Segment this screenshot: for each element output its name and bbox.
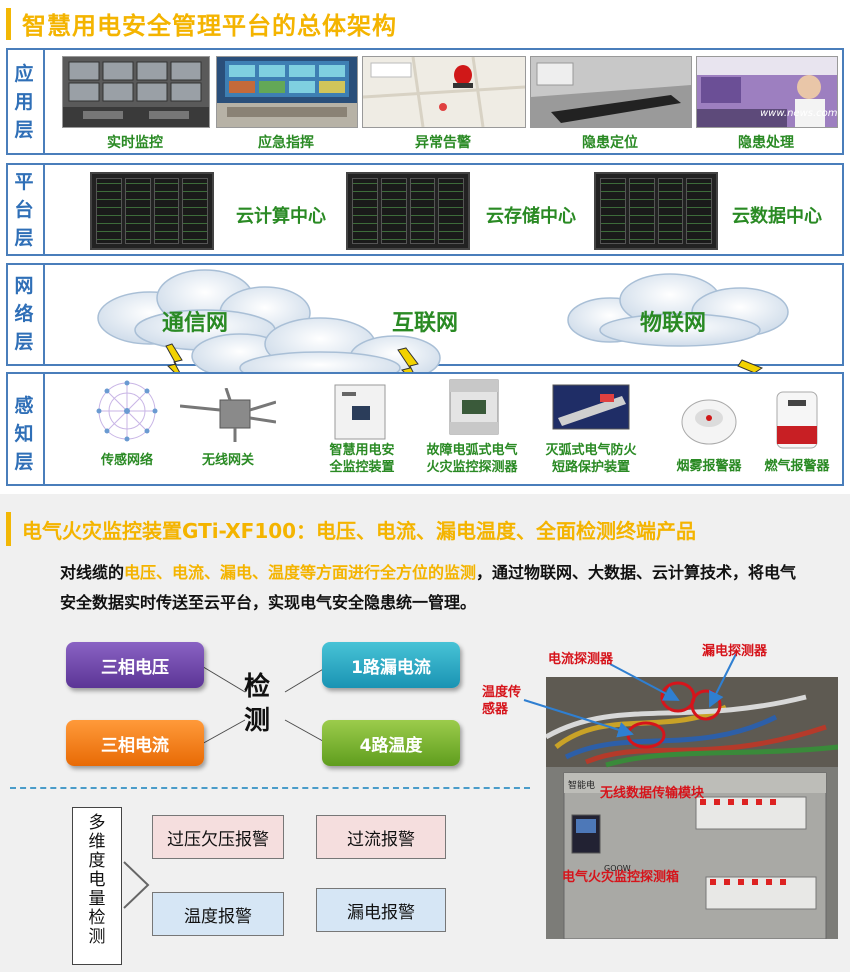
- realtime-monitor-thumbnail: [62, 56, 210, 128]
- leakage-current-pill: 1路漏电流: [322, 642, 460, 688]
- layer-divider: [43, 265, 45, 364]
- arc-extinguish-device-icon: [552, 384, 630, 430]
- product-description: 对线缆的电压、电流、漏电、温度等方面进行全方位的监测，通过物联网、大数据、云计算…: [60, 563, 797, 612]
- cloud-storage-server-icon: [346, 172, 470, 250]
- description-highlight: 电压、电流、漏电、温度等方面进行全方位的监测: [124, 563, 477, 582]
- layer-divider: [43, 165, 45, 254]
- app-item-caption: 应急指挥: [258, 135, 314, 151]
- title-accent-bar: [6, 8, 11, 40]
- platform-item-caption: 云数据中心: [732, 206, 822, 227]
- distribution-box-image: [546, 677, 838, 939]
- network-item-caption: 互联网: [392, 311, 459, 336]
- alarm-map-image: [363, 57, 525, 127]
- multi-dimension-label: 多 维 度 电 量 检 测: [72, 807, 122, 965]
- three-phase-current-pill: 三相电流: [66, 720, 204, 766]
- temperature-alarm: 温度报警: [152, 892, 284, 936]
- monitor-wall-image: [63, 57, 209, 127]
- section-divider: [10, 787, 530, 789]
- arc-fault-detector-icon: [449, 379, 499, 435]
- leakage-alarm: 漏电报警: [316, 888, 446, 932]
- cloud-computing-server-icon: [90, 172, 214, 250]
- network-clouds-graphic: [97, 269, 789, 391]
- smart-monitor-device-icon: [334, 384, 386, 440]
- callout-arrows: [523, 653, 737, 738]
- bracket-arrow-icon: [123, 861, 150, 909]
- watermark: www.news.com: [760, 108, 838, 119]
- sensor-network-caption: 传感网络: [100, 453, 153, 468]
- command-center-image: [217, 57, 357, 127]
- app-item-caption: 隐患定位: [582, 135, 638, 151]
- abnormal-alarm-thumbnail: [362, 56, 526, 128]
- platform-item-caption: 云存储中心: [486, 206, 576, 227]
- cloud-data-server-icon: [594, 172, 718, 250]
- wireless-gateway-icon: [180, 388, 276, 442]
- app-item-caption: 异常告警: [415, 135, 471, 151]
- smart-monitor-caption: 智慧用电安 全监控装置: [329, 443, 395, 475]
- architecture-title: 智慧用电安全管理平台的总体架构: [22, 12, 397, 40]
- 3d-location-image: [531, 57, 691, 127]
- gas-alarm-icon: [776, 391, 818, 449]
- cabinet-brand-label-2: GOOW: [604, 864, 631, 873]
- smoke-alarm-icon: [681, 399, 737, 445]
- iot-cloud-icon: [567, 273, 789, 347]
- emergency-command-thumbnail: [216, 56, 358, 128]
- three-phase-voltage-pill: 三相电压: [66, 642, 204, 688]
- detection-center-label: 检 测: [243, 672, 270, 736]
- over-under-voltage-alarm: 过压欠压报警: [152, 815, 284, 859]
- operator-desk-image: [697, 57, 837, 127]
- temperature-pill: 4路温度: [322, 720, 460, 766]
- network-layer-label: 网 络 层: [14, 275, 34, 353]
- gas-alarm-caption: 燃气报警器: [764, 459, 830, 474]
- platform-layer-label: 平 台 层: [14, 171, 34, 249]
- wireless-gateway-caption: 无线网关: [201, 453, 254, 468]
- arc-fault-detector-caption: 故障电弧式电气 火灾监控探测器: [426, 443, 518, 475]
- app-item-caption: 隐患处理: [738, 135, 794, 151]
- arc-extinguish-caption: 灭弧式电气防火 短路保护装置: [545, 443, 637, 475]
- hazard-handling-thumbnail: [696, 56, 838, 128]
- installation-photo: [546, 677, 838, 939]
- hazard-location-thumbnail: [530, 56, 692, 128]
- over-current-alarm: 过流报警: [316, 815, 446, 859]
- perception-layer-label: 感 知 层: [14, 395, 34, 473]
- layer-divider: [43, 374, 45, 484]
- network-item-caption: 通信网: [162, 311, 229, 336]
- smoke-alarm-caption: 烟雾报警器: [676, 459, 742, 474]
- fire-detection-box-label: 电气火灾监控探测箱: [562, 870, 680, 885]
- platform-item-caption: 云计算中心: [236, 206, 326, 227]
- cabinet-brand-label: 智能电: [568, 781, 596, 791]
- temperature-sensor-label: 温度传 感器: [482, 685, 522, 717]
- product-title: 电气火灾监控装置GTi-XF100：电压、电流、漏电温度、全面检测终端产品: [22, 519, 697, 543]
- wireless-module-label: 无线数据传输模块: [600, 786, 705, 801]
- app-item-caption: 实时监控: [107, 135, 163, 151]
- current-probe-label: 电流探测器: [548, 652, 614, 667]
- leak-probe-label: 漏电探测器: [702, 644, 768, 659]
- title-accent-bar: [6, 512, 11, 546]
- layer-divider: [43, 50, 45, 153]
- sensor-network-icon: [96, 380, 158, 442]
- network-item-caption: 物联网: [640, 311, 707, 336]
- application-layer-label: 应 用 层: [14, 63, 34, 141]
